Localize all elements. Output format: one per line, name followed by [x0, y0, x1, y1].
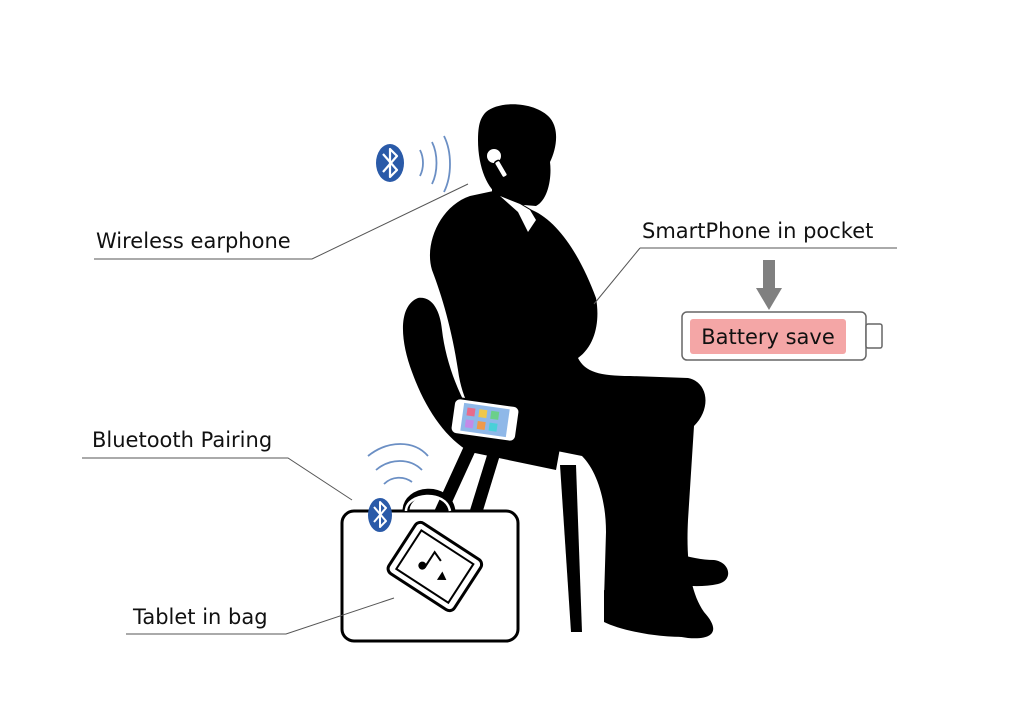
bluetooth-icon — [376, 144, 404, 182]
bag-bluetooth-icon — [368, 498, 392, 532]
battery-icon — [681, 311, 883, 361]
play-icon — [436, 571, 447, 580]
shirt-collar — [500, 196, 536, 262]
earphone-icon — [485, 147, 509, 179]
person-silhouette — [429, 104, 729, 639]
battery-save-label: Battery save — [701, 325, 835, 349]
leader-bluetooth — [82, 457, 353, 501]
signal-waves-icon — [419, 135, 451, 193]
tablet-in-bag-label: Tablet in bag — [133, 605, 268, 629]
leader-smartphone-pointer — [593, 247, 641, 305]
wireless-earphone-label: Wireless earphone — [96, 229, 291, 253]
leader-lines — [82, 183, 897, 635]
music-note-icon — [418, 550, 442, 570]
down-arrow-icon — [756, 260, 782, 310]
leader-earphone — [94, 183, 469, 260]
bluetooth-pairing-label: Bluetooth Pairing — [92, 428, 273, 452]
smartphone-in-pocket-label: SmartPhone in pocket — [642, 219, 874, 243]
smartphone-icon — [449, 397, 521, 443]
bag-signal-waves-icon — [367, 443, 429, 485]
leader-tablet — [126, 597, 395, 635]
tablet-icon — [386, 520, 484, 613]
